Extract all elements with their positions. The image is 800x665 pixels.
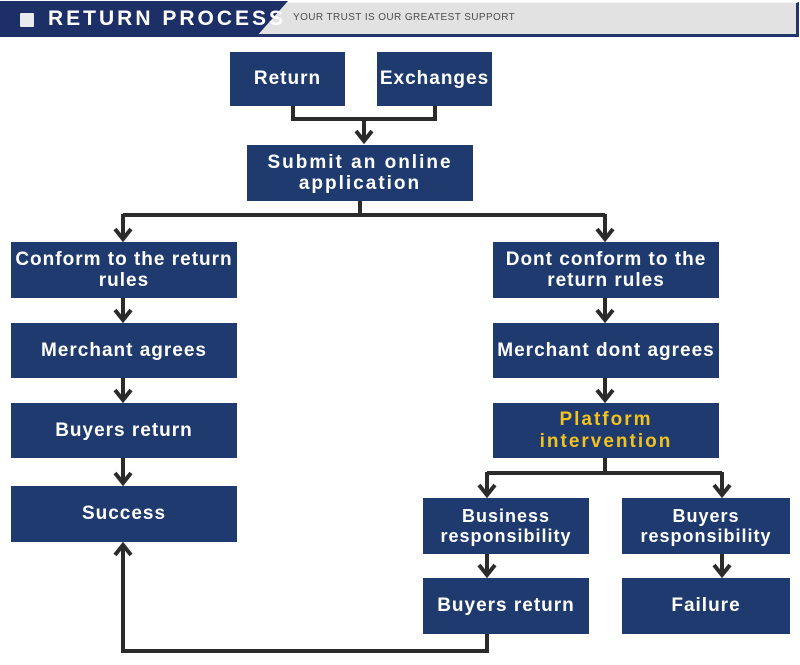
node-platform-intervention: Platform intervention: [493, 403, 719, 458]
node-buyers-return-right: Buyers return: [423, 578, 589, 634]
node-business-responsibility: Business responsibility: [423, 498, 589, 554]
node-submit-application: Submit an online application: [247, 145, 473, 201]
bullet-square-icon: [20, 13, 34, 27]
connector-merge-top: [291, 105, 437, 121]
node-buyers-return-left: Buyers return: [11, 403, 237, 458]
page-title: RETURN PROCESS: [48, 7, 287, 30]
header-slogan: YOUR TRUST IS OUR GREATEST SUPPORT: [293, 12, 516, 23]
node-success: Success: [11, 486, 237, 542]
node-merchant-dont-agrees: Merchant dont agrees: [493, 323, 719, 378]
header-navy-banner: [0, 1, 288, 37]
node-failure: Failure: [622, 578, 790, 634]
node-exchanges: Exchanges: [377, 52, 492, 106]
node-buyers-responsibility: Buyers responsibility: [622, 498, 790, 554]
node-return: Return: [230, 52, 345, 106]
node-conform-rules: Conform to the return rules: [11, 242, 237, 298]
node-merchant-agrees: Merchant agrees: [11, 323, 237, 378]
node-dont-conform-rules: Dont conform to the return rules: [493, 242, 719, 298]
connector-loop-to-success: [113, 541, 489, 653]
